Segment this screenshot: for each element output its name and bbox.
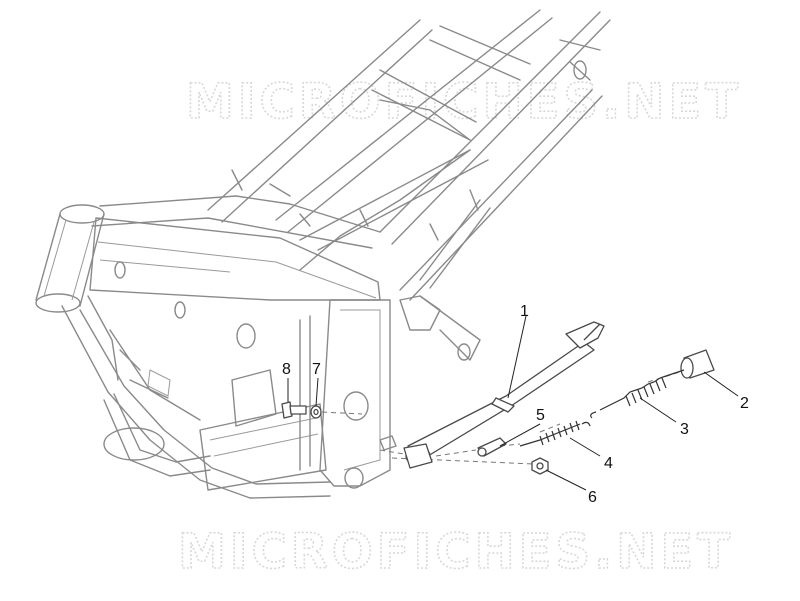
main-spine-beam [89, 217, 381, 349]
steering-head-tube [35, 204, 105, 313]
upper-rails [91, 9, 611, 301]
watermark-bottom: MICROFICHES.NET [178, 524, 734, 580]
side-stand [403, 321, 605, 469]
watermark-top: MICROFICHES.NET [186, 74, 742, 130]
motorcycle-frame [35, 9, 611, 499]
spring-long [590, 369, 685, 419]
assembly-lines [321, 371, 681, 465]
callout-2: 2 [740, 395, 749, 412]
callout-3: 3 [680, 421, 689, 438]
spring-plate [477, 437, 507, 457]
callout-1: 1 [520, 303, 529, 320]
callout-6: 6 [588, 489, 597, 506]
washer [310, 405, 322, 419]
down-tube-cradle [61, 295, 331, 499]
rear-plate-pivot [231, 295, 481, 489]
spring-short [519, 420, 591, 447]
bolt [281, 401, 307, 419]
nut [531, 457, 549, 475]
callout-4: 4 [604, 455, 613, 472]
leader-lines [287, 315, 739, 491]
callout-8: 8 [282, 361, 291, 378]
rubber-sleeve [680, 349, 715, 379]
callout-7: 7 [312, 361, 321, 378]
callout-numbers: 1 2 3 4 5 6 7 8 [282, 303, 749, 506]
callout-5: 5 [536, 407, 545, 424]
